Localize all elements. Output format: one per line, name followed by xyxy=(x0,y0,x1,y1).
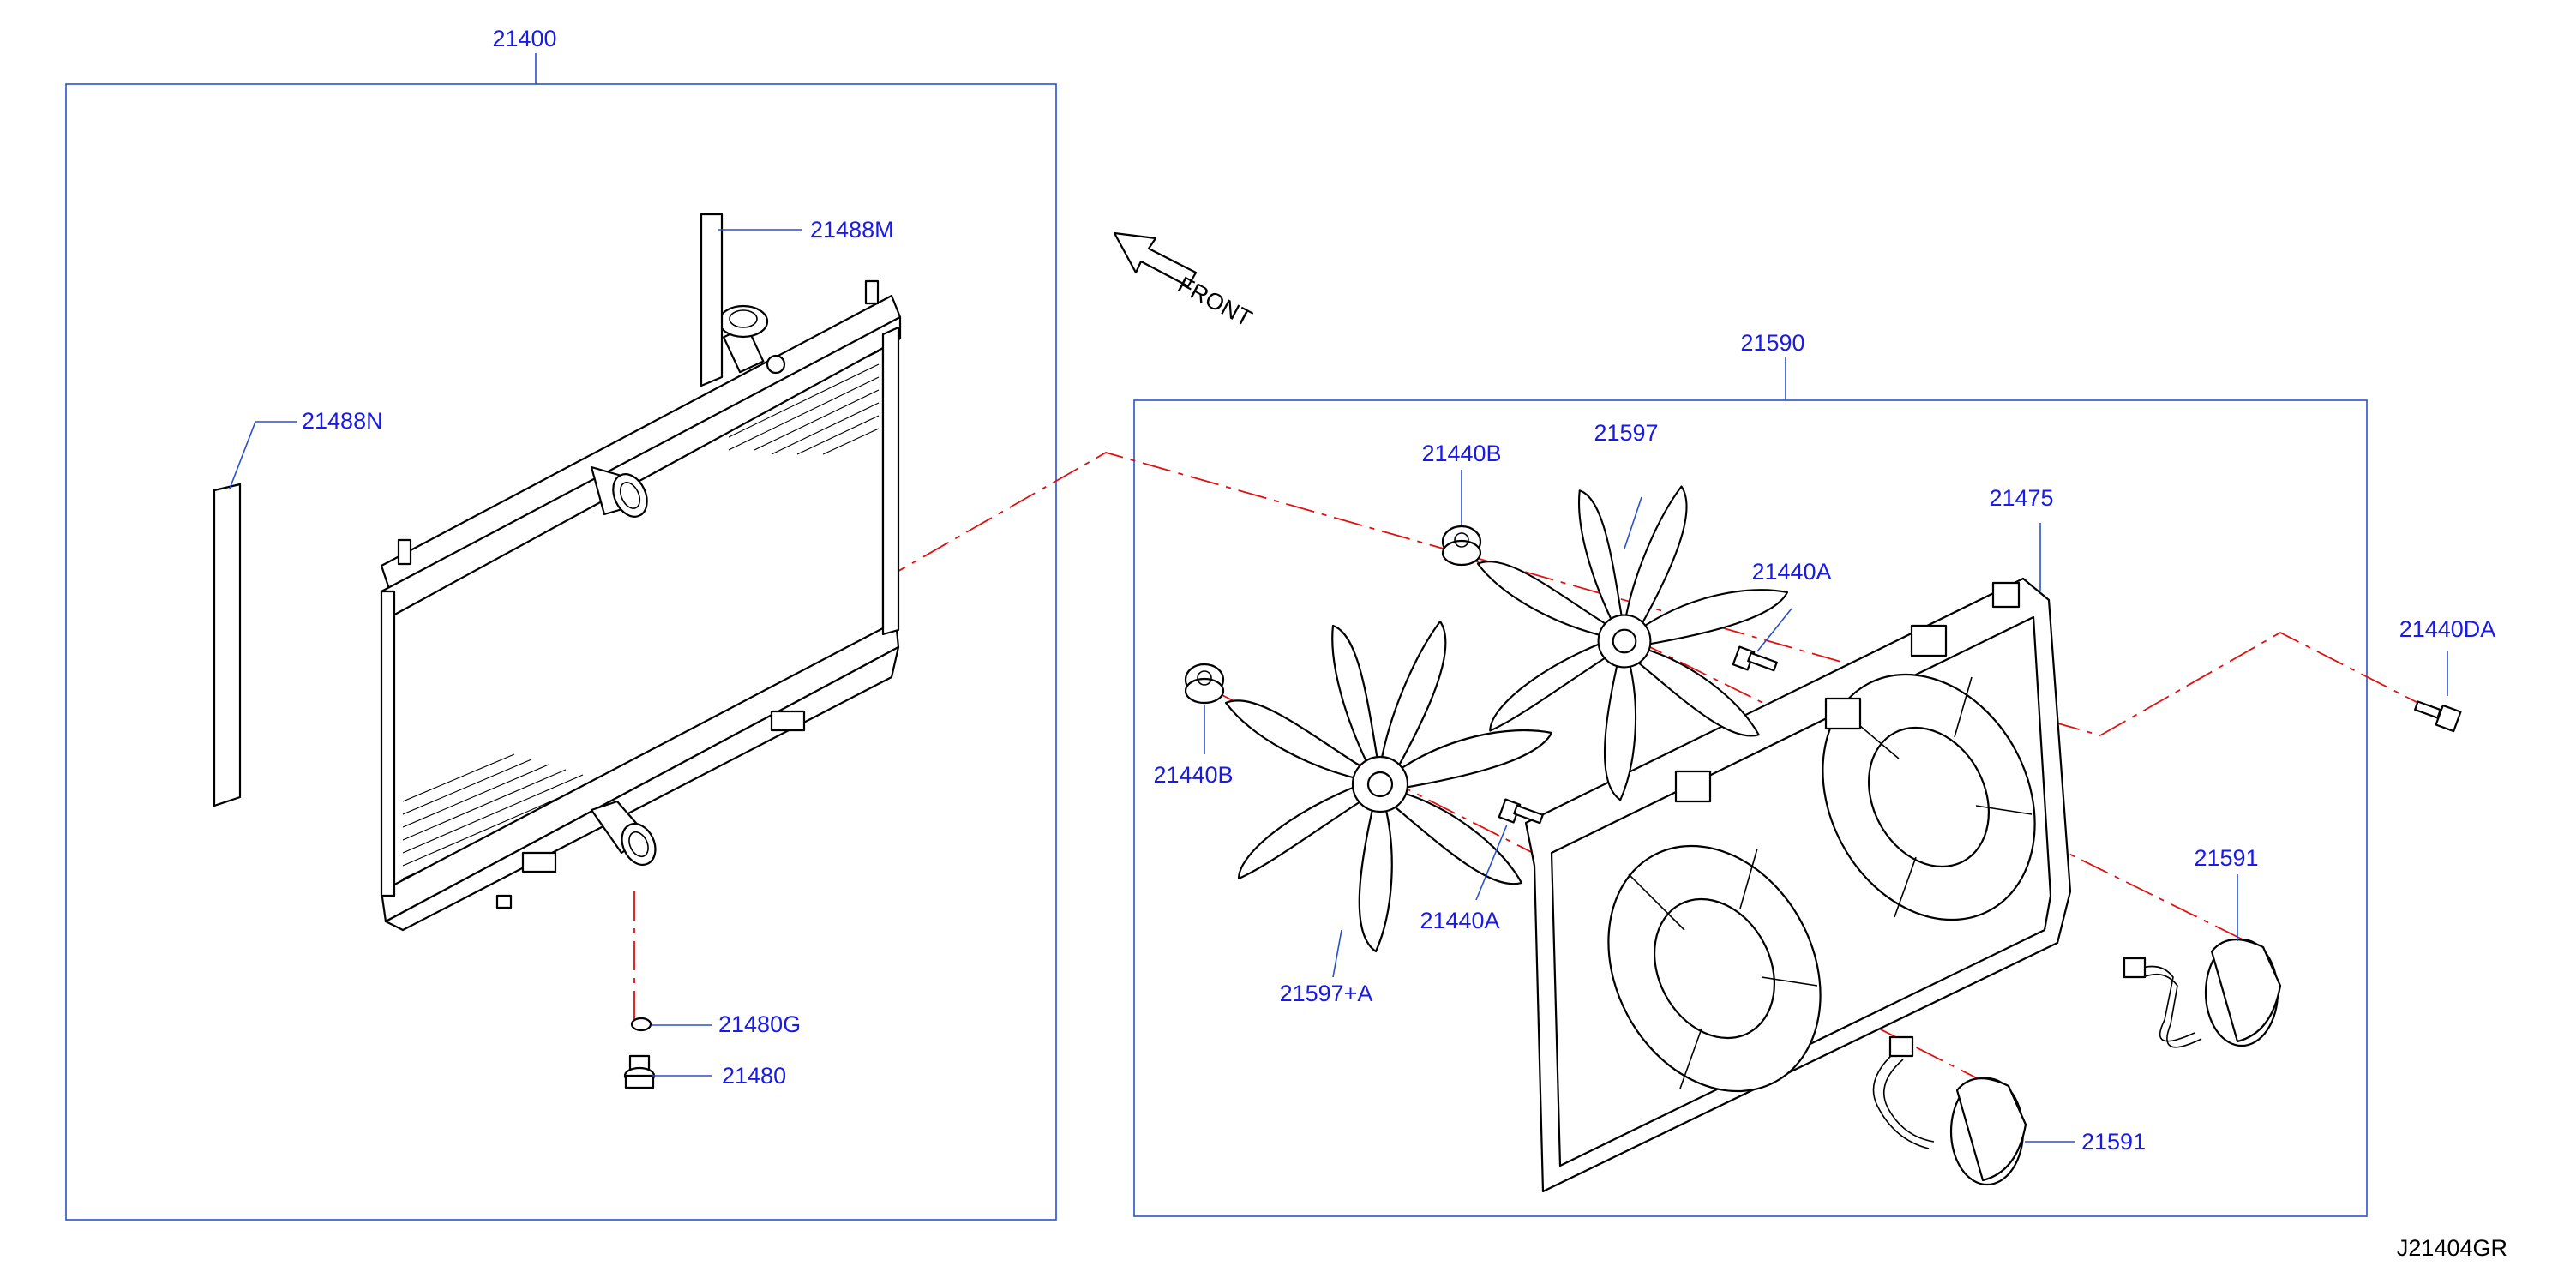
shroud-bolt-21440DA xyxy=(2414,700,2462,733)
callout-21590[interactable]: 21590 xyxy=(1740,330,1804,356)
callout-21597-A[interactable]: 21597+A xyxy=(1280,981,1373,1006)
radiator-drawing xyxy=(380,279,902,932)
callout-21597[interactable]: 21597 xyxy=(1594,420,1658,446)
shroud-bolt-21440A-upper xyxy=(1732,645,1778,672)
callout-21591-right[interactable]: 21591 xyxy=(2194,845,2258,871)
fan-nut-21440B-upper xyxy=(1441,525,1482,567)
fan-shroud-drawing xyxy=(1524,577,2072,1193)
fan-nut-21440B-lower xyxy=(1184,663,1225,705)
front-arrow-icon xyxy=(1113,231,1198,288)
drain-plug-21480 xyxy=(623,1054,656,1089)
radiator-seal-strip-21488M xyxy=(700,213,724,387)
radiator-seal-strip-21488N xyxy=(213,483,242,807)
callout-21480G[interactable]: 21480G xyxy=(718,1011,801,1037)
callout-21488M[interactable]: 21488M xyxy=(810,217,894,243)
callout-21400[interactable]: 21400 xyxy=(492,26,556,51)
fan-group-frame xyxy=(1133,399,2368,1217)
radiator-group-frame xyxy=(65,83,1057,1221)
callout-21440B-upper[interactable]: 21440B xyxy=(1421,441,1501,466)
direction-label-front: FRONT xyxy=(1174,272,1256,332)
callout-21440A-upper[interactable]: 21440A xyxy=(1751,559,1831,585)
callout-21475[interactable]: 21475 xyxy=(1989,485,2053,511)
callout-21440DA[interactable]: 21440DA xyxy=(2399,616,2496,642)
callout-21591-lower[interactable]: 21591 xyxy=(2081,1129,2146,1155)
fan-blade-21597-A xyxy=(1224,620,1553,953)
callout-leaders xyxy=(229,229,2448,1143)
callout-21480[interactable]: 21480 xyxy=(722,1063,786,1089)
diagram-id-code: J21404GR xyxy=(2397,1235,2507,1261)
fan-motor-21591-lower xyxy=(1872,1035,2027,1186)
shroud-bolt-21440A-lower xyxy=(1498,798,1544,825)
callout-21440B-lower[interactable]: 21440B xyxy=(1153,762,1233,788)
callout-21440A-lower[interactable]: 21440A xyxy=(1420,908,1499,933)
drain-seal-21480G xyxy=(630,1017,652,1032)
callout-21488N[interactable]: 21488N xyxy=(302,408,383,434)
fan-motor-21591-right xyxy=(2123,938,2282,1048)
